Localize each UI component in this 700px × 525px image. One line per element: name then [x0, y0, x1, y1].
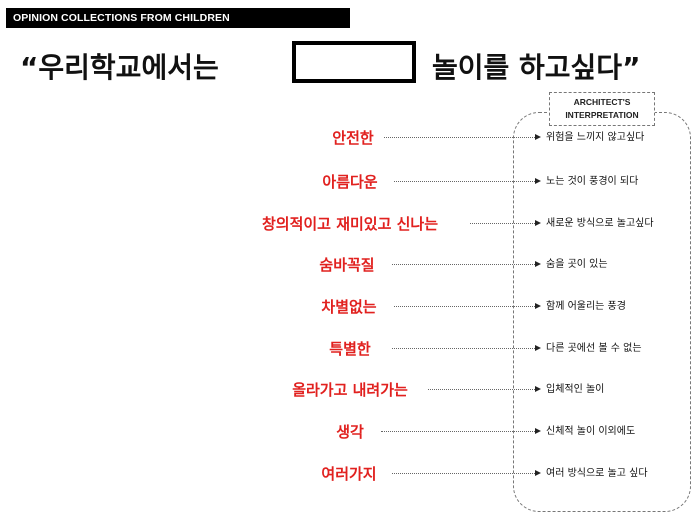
- architect-label-line2: INTERPRETATION: [565, 110, 639, 120]
- interpretation-text: 여러 방식으로 놀고 싶다: [546, 468, 648, 479]
- interpretation-text: 입체적인 놀이: [546, 384, 605, 395]
- opinion-row: 올라가고 내려가는 입체적인 놀이: [0, 378, 700, 402]
- keyword-label: 여러가지: [321, 465, 377, 483]
- opinion-row: 아름다운 노는 것이 풍경이 되다: [0, 170, 700, 194]
- interpretation-text: 새로운 방식으로 놀고싶다: [546, 218, 654, 229]
- keyword-label: 특별한: [329, 340, 371, 358]
- interpretation-text: 숨을 곳이 있는: [546, 259, 608, 270]
- keyword-label: 차별없는: [321, 298, 377, 316]
- title-before: “우리학교에서는: [20, 51, 219, 84]
- opinion-row: 창의적이고 재미있고 신나는 새로운 방식으로 놀고싶다: [0, 212, 700, 236]
- keyword-label: 숨바꼭질: [319, 256, 375, 274]
- arrow-icon: [535, 261, 541, 267]
- arrow-icon: [535, 470, 541, 476]
- keyword-label: 아름다운: [322, 173, 378, 191]
- opinion-row: 생각 신체적 놀이 이외에도: [0, 420, 700, 444]
- interpretation-text: 함께 어울리는 풍경: [546, 301, 626, 312]
- interpretation-text: 다른 곳에선 볼 수 없는: [546, 343, 642, 354]
- interpretation-text: 노는 것이 풍경이 되다: [546, 176, 639, 187]
- section-header: OPINION COLLECTIONS FROM CHILDREN: [6, 8, 350, 28]
- connector-line: [428, 389, 535, 390]
- keyword-label: 창의적이고 재미있고 신나는: [261, 215, 439, 233]
- connector-line: [381, 431, 535, 432]
- connector-line: [394, 306, 535, 307]
- opinion-row: 숨바꼭질 숨을 곳이 있는: [0, 253, 700, 277]
- page-title: “우리학교에서는 놀이를 하고싶다”: [0, 40, 700, 90]
- title-after: 놀이를 하고싶다”: [432, 51, 641, 84]
- architect-label-line1: ARCHITECT'S: [573, 97, 631, 107]
- title-blank-box: [292, 41, 416, 83]
- connector-line: [392, 473, 535, 474]
- keyword-label: 생각: [336, 423, 364, 441]
- architect-interpretation-label: ARCHITECT'S INTERPRETATION: [549, 92, 655, 126]
- arrow-icon: [535, 428, 541, 434]
- interpretation-text: 위험을 느끼지 않고싶다: [546, 132, 645, 143]
- opinion-row: 여러가지 여러 방식으로 놀고 싶다: [0, 462, 700, 486]
- arrow-icon: [535, 178, 541, 184]
- connector-line: [384, 137, 535, 138]
- connector-line: [470, 223, 535, 224]
- opinion-row: 특별한 다른 곳에선 볼 수 없는: [0, 337, 700, 361]
- keyword-label: 안전한: [332, 129, 374, 147]
- arrow-icon: [535, 345, 541, 351]
- arrow-icon: [535, 303, 541, 309]
- opinion-row: 안전한 위험을 느끼지 않고싶다: [0, 126, 700, 150]
- connector-line: [394, 181, 535, 182]
- arrow-icon: [535, 134, 541, 140]
- connector-line: [392, 264, 535, 265]
- arrow-icon: [535, 386, 541, 392]
- connector-line: [392, 348, 535, 349]
- opinion-row: 차별없는 함께 어울리는 풍경: [0, 295, 700, 319]
- interpretation-text: 신체적 놀이 이외에도: [546, 426, 636, 437]
- keyword-label: 올라가고 내려가는: [292, 381, 408, 399]
- arrow-icon: [535, 220, 541, 226]
